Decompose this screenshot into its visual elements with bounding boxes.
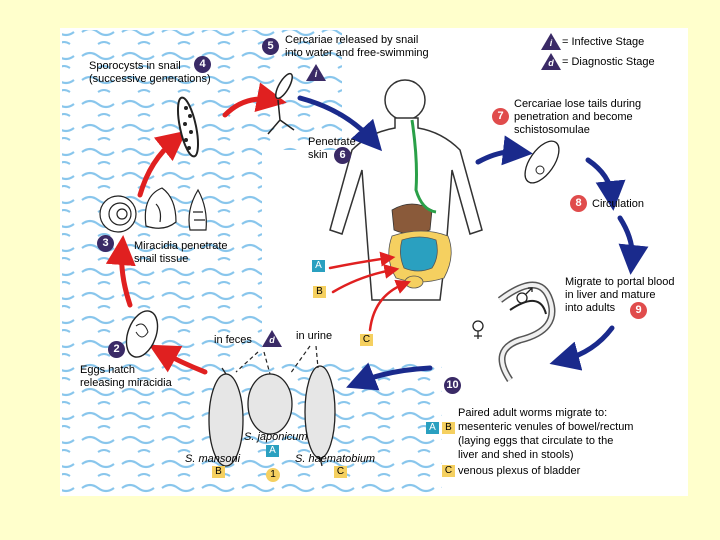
tag-a-stage10: A bbox=[426, 422, 439, 434]
diagnostic-stage-icon: d bbox=[541, 53, 561, 70]
tag-c-urine: C bbox=[360, 334, 373, 346]
tag-a-japonicum: A bbox=[266, 445, 279, 457]
stage-5-infective-icon: i bbox=[306, 64, 326, 81]
stage-7-line2: penetration and become bbox=[514, 111, 633, 124]
stage-6-number: 6 bbox=[334, 147, 351, 164]
stage-10-line5: venous plexus of bladder bbox=[458, 465, 580, 478]
stage-2-line1: Eggs hatch bbox=[80, 364, 135, 377]
japonicum-label: S. japonicum bbox=[244, 431, 308, 444]
stage-7-number: 7 bbox=[492, 108, 509, 125]
stage-2-number: 2 bbox=[108, 341, 125, 358]
stage-10-line4: liver and shed in stools) bbox=[458, 449, 574, 462]
stage-6-line1: Penetrate bbox=[308, 136, 356, 149]
stage-5-line2: into water and free-swimming bbox=[285, 47, 429, 60]
haematobium-label: S. haematobium bbox=[295, 453, 375, 466]
in-urine-label: in urine bbox=[296, 330, 332, 343]
diagnostic-symbol: d bbox=[541, 58, 561, 68]
eggs-diagnostic-symbol: d bbox=[262, 335, 282, 345]
stage-4-line2: (successive generations) bbox=[89, 73, 211, 86]
stage-5-infective-symbol: i bbox=[306, 69, 326, 79]
adult-worms-icon bbox=[500, 285, 552, 380]
tag-b-stage10: B bbox=[442, 422, 455, 434]
stage-8-number: 8 bbox=[570, 195, 587, 212]
infective-symbol: i bbox=[541, 38, 561, 48]
legend-diagnostic-label: = Diagnostic Stage bbox=[562, 56, 655, 69]
stage-5-line1: Cercariae released by snail bbox=[285, 34, 418, 47]
stage-10-line1: Paired adult worms migrate to: bbox=[458, 407, 607, 420]
stage-10-line2: mesenteric venules of bowel/rectum bbox=[458, 421, 633, 434]
stage-9-line1: Migrate to portal blood bbox=[565, 276, 674, 289]
stage-10-number: 10 bbox=[444, 377, 461, 394]
stage-2-line2: releasing miracidia bbox=[80, 377, 172, 390]
stage-3-number: 3 bbox=[97, 235, 114, 252]
infective-stage-icon: i bbox=[541, 33, 561, 50]
stage-9-line2: in liver and mature bbox=[565, 289, 656, 302]
in-feces-label: in feces bbox=[214, 334, 252, 347]
stage-3-line1: Miracidia penetrate bbox=[134, 240, 228, 253]
tag-c-haematobium: C bbox=[334, 466, 347, 478]
stage-7-line3: schistosomulae bbox=[514, 124, 590, 137]
stage-4-line1: Sporocysts in snail bbox=[89, 60, 181, 73]
tag-c-stage10: C bbox=[442, 465, 455, 477]
tag-b-mansoni: B bbox=[212, 466, 225, 478]
stage-10-line3: (laying eggs that circulate to the bbox=[458, 435, 613, 448]
legend-infective-label: = Infective Stage bbox=[562, 36, 644, 49]
stage-1-number: 1 bbox=[266, 468, 280, 482]
schistosomulum-icon bbox=[518, 135, 565, 188]
stage-3-line2: snail tissue bbox=[134, 253, 188, 266]
mansoni-label: S. mansoni bbox=[185, 453, 240, 466]
stage-5-number: 5 bbox=[262, 38, 279, 55]
stage-9-line3: into adults bbox=[565, 302, 615, 315]
stage-8-label: Circulation bbox=[592, 198, 644, 211]
female-symbol-icon bbox=[473, 321, 483, 339]
stage-6-line2: skin bbox=[308, 149, 328, 162]
stage-9-number: 9 bbox=[630, 302, 647, 319]
stage-7-line1: Cercariae lose tails during bbox=[514, 98, 641, 111]
tag-b-body: B bbox=[313, 286, 326, 298]
tag-a-body: A bbox=[312, 260, 325, 272]
eggs-diagnostic-icon: d bbox=[262, 330, 282, 347]
body-outline-icon bbox=[330, 80, 482, 300]
stage-4-number: 4 bbox=[194, 56, 211, 73]
